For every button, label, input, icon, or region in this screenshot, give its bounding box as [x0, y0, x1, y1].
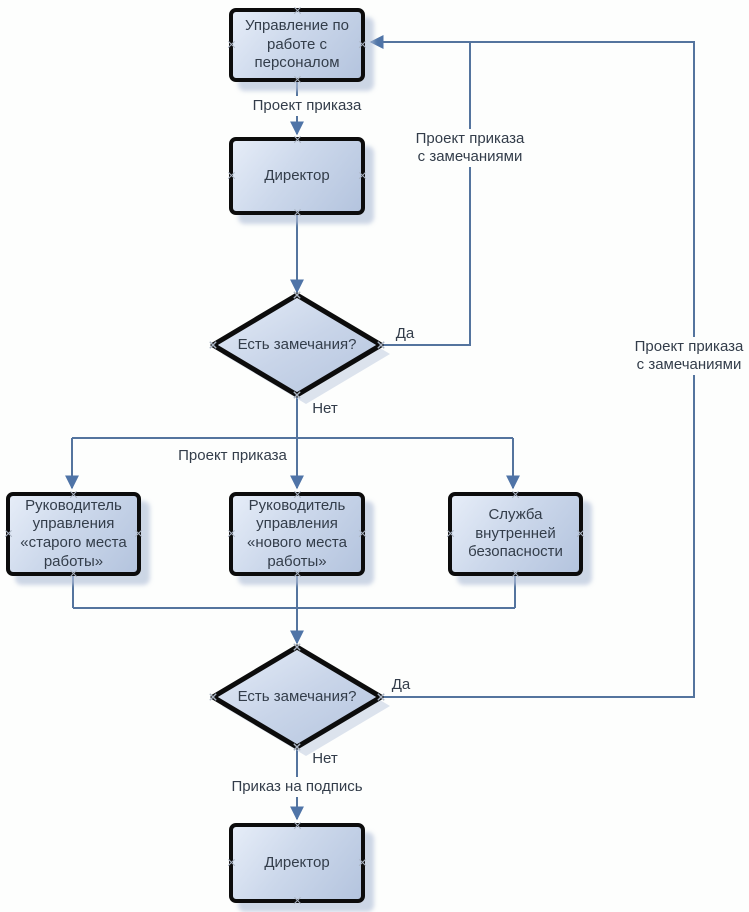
connection-point [358, 172, 367, 181]
connection-point [293, 569, 302, 578]
edge-label-no-2: Нет [312, 750, 338, 767]
connection-point [69, 490, 78, 499]
node-internal-security-label: Служба внутренней безопасности [468, 505, 563, 561]
node-director-review-label: Директор [264, 166, 330, 184]
connection-point [293, 490, 302, 499]
connection-point [227, 530, 236, 539]
node-hr-department-label: Управление по работе с персоналом [244, 16, 350, 72]
connection-point [576, 530, 585, 539]
node-director-sign-label: Директор [264, 853, 330, 871]
node-director-sign: Директор [229, 823, 365, 903]
node-internal-security: Служба внутренней безопасности [448, 492, 583, 576]
edge-label-yes-1: Да [395, 325, 415, 342]
connection-point [293, 821, 302, 830]
node-hr-department: Управление по работе с персоналом [229, 8, 365, 82]
edge-decision1-yes-feedback [381, 42, 471, 346]
connection-point [358, 41, 367, 50]
connection-point [511, 569, 520, 578]
connection-point [227, 172, 236, 181]
edge-label-draft-with-comments-2: Проект приказа с замечаниями [630, 337, 748, 375]
connection-point [293, 75, 302, 84]
connection-point [358, 859, 367, 868]
connection-point [69, 569, 78, 578]
connection-point [227, 859, 236, 868]
node-head-old-workplace: Руководитель управления «старого места р… [6, 492, 141, 576]
node-head-new-workplace: Руководитель управления «нового места ра… [229, 492, 365, 576]
edge-label-draft-with-comments-1: Проект приказа с замечаниями [410, 129, 530, 167]
connection-point [4, 530, 13, 539]
node-head-old-workplace-label: Руководитель управления «старого места р… [20, 496, 127, 570]
edge-label-yes-2: Да [391, 676, 411, 693]
connection-point [293, 135, 302, 144]
edge-label-draft-order-split: Проект приказа [178, 447, 287, 464]
node-has-comments-1-label: Есть замечания? [237, 336, 357, 353]
node-has-comments-2-label: Есть замечания? [237, 688, 357, 705]
connection-point [293, 208, 302, 217]
connection-point [134, 530, 143, 539]
edge-label-no-1: Нет [312, 400, 338, 417]
node-head-new-workplace-label: Руководитель управления «нового места ра… [247, 496, 347, 570]
edge-label-order-for-signature: Приказ на подпись [226, 777, 368, 797]
node-director-review: Директор [229, 137, 365, 215]
connection-point [358, 530, 367, 539]
connection-point [227, 41, 236, 50]
connection-point [511, 490, 520, 499]
edge-label-draft-order-top: Проект приказа [237, 96, 377, 116]
connection-point [293, 896, 302, 905]
connection-point [293, 6, 302, 15]
connection-point [446, 530, 455, 539]
